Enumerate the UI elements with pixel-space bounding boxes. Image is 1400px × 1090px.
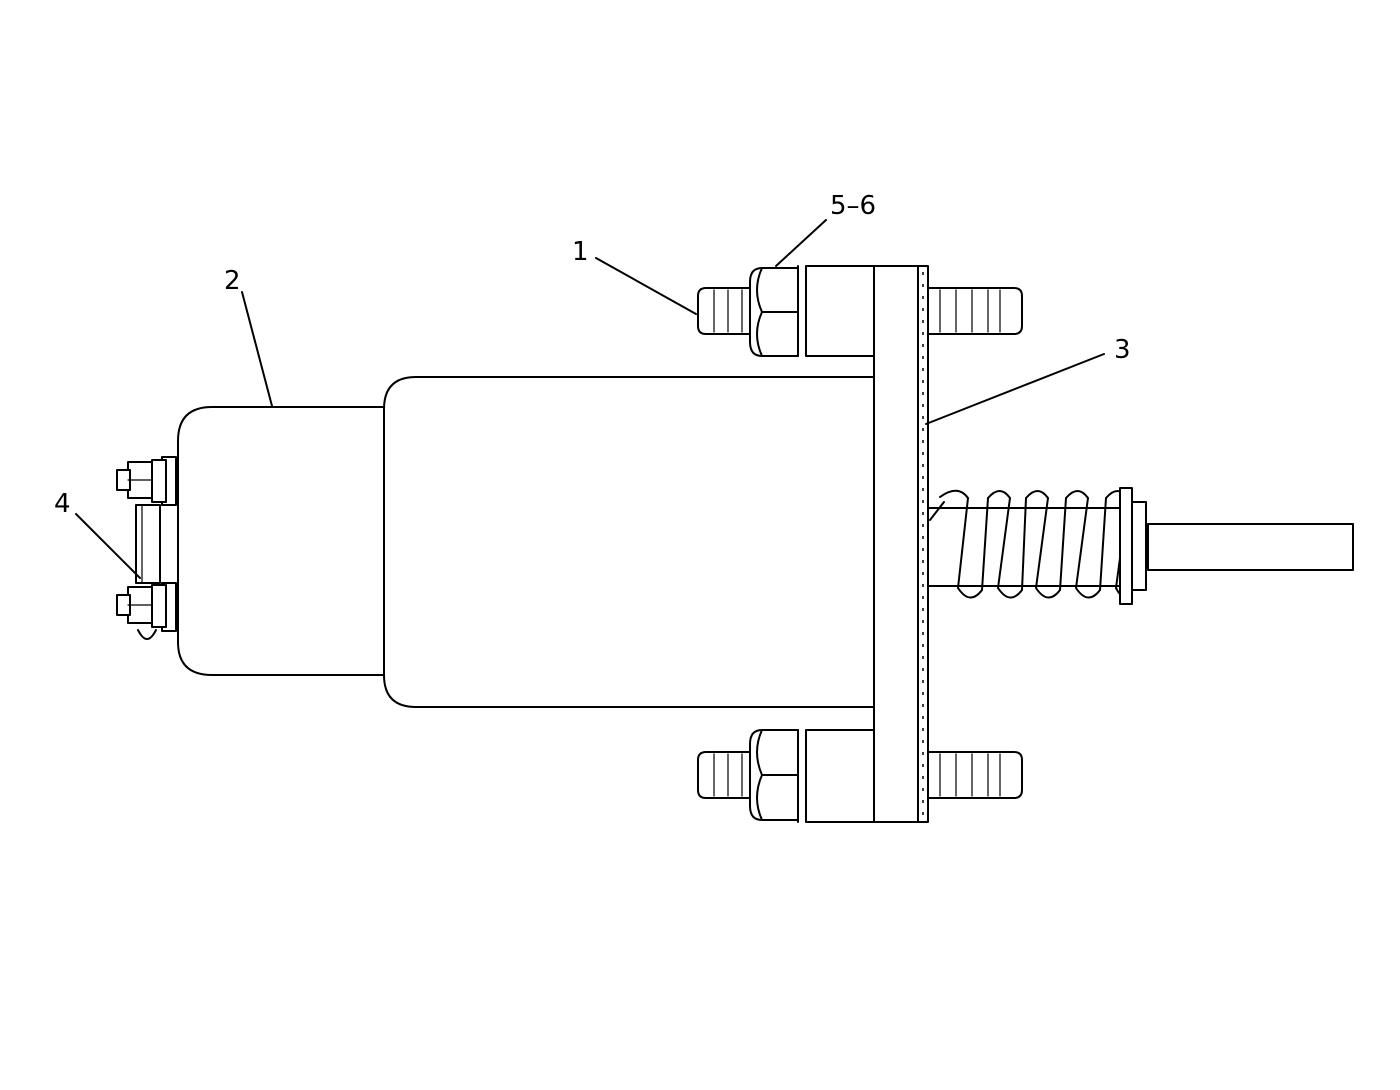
callout-5-6: 5–6 [830,191,876,221]
callout-3: 3 [1114,335,1131,365]
plunger-spring-assembly [927,487,1354,605]
leader-line-1 [595,257,697,315]
callout-2: 2 [224,266,241,296]
solenoid-body [177,376,875,708]
return-spring [929,489,1133,599]
leader-line-5-6 [775,219,827,267]
callout-4: 4 [54,489,71,519]
leader-line-2 [241,291,273,407]
terminal-assembly [116,456,177,640]
callout-1: 1 [572,237,589,267]
leader-line-3 [925,353,1105,425]
stud-nut-upper [697,265,1023,357]
stud-nut-lower [697,729,1023,823]
leader-line-4 [75,513,141,579]
mounting-flange [873,265,929,823]
